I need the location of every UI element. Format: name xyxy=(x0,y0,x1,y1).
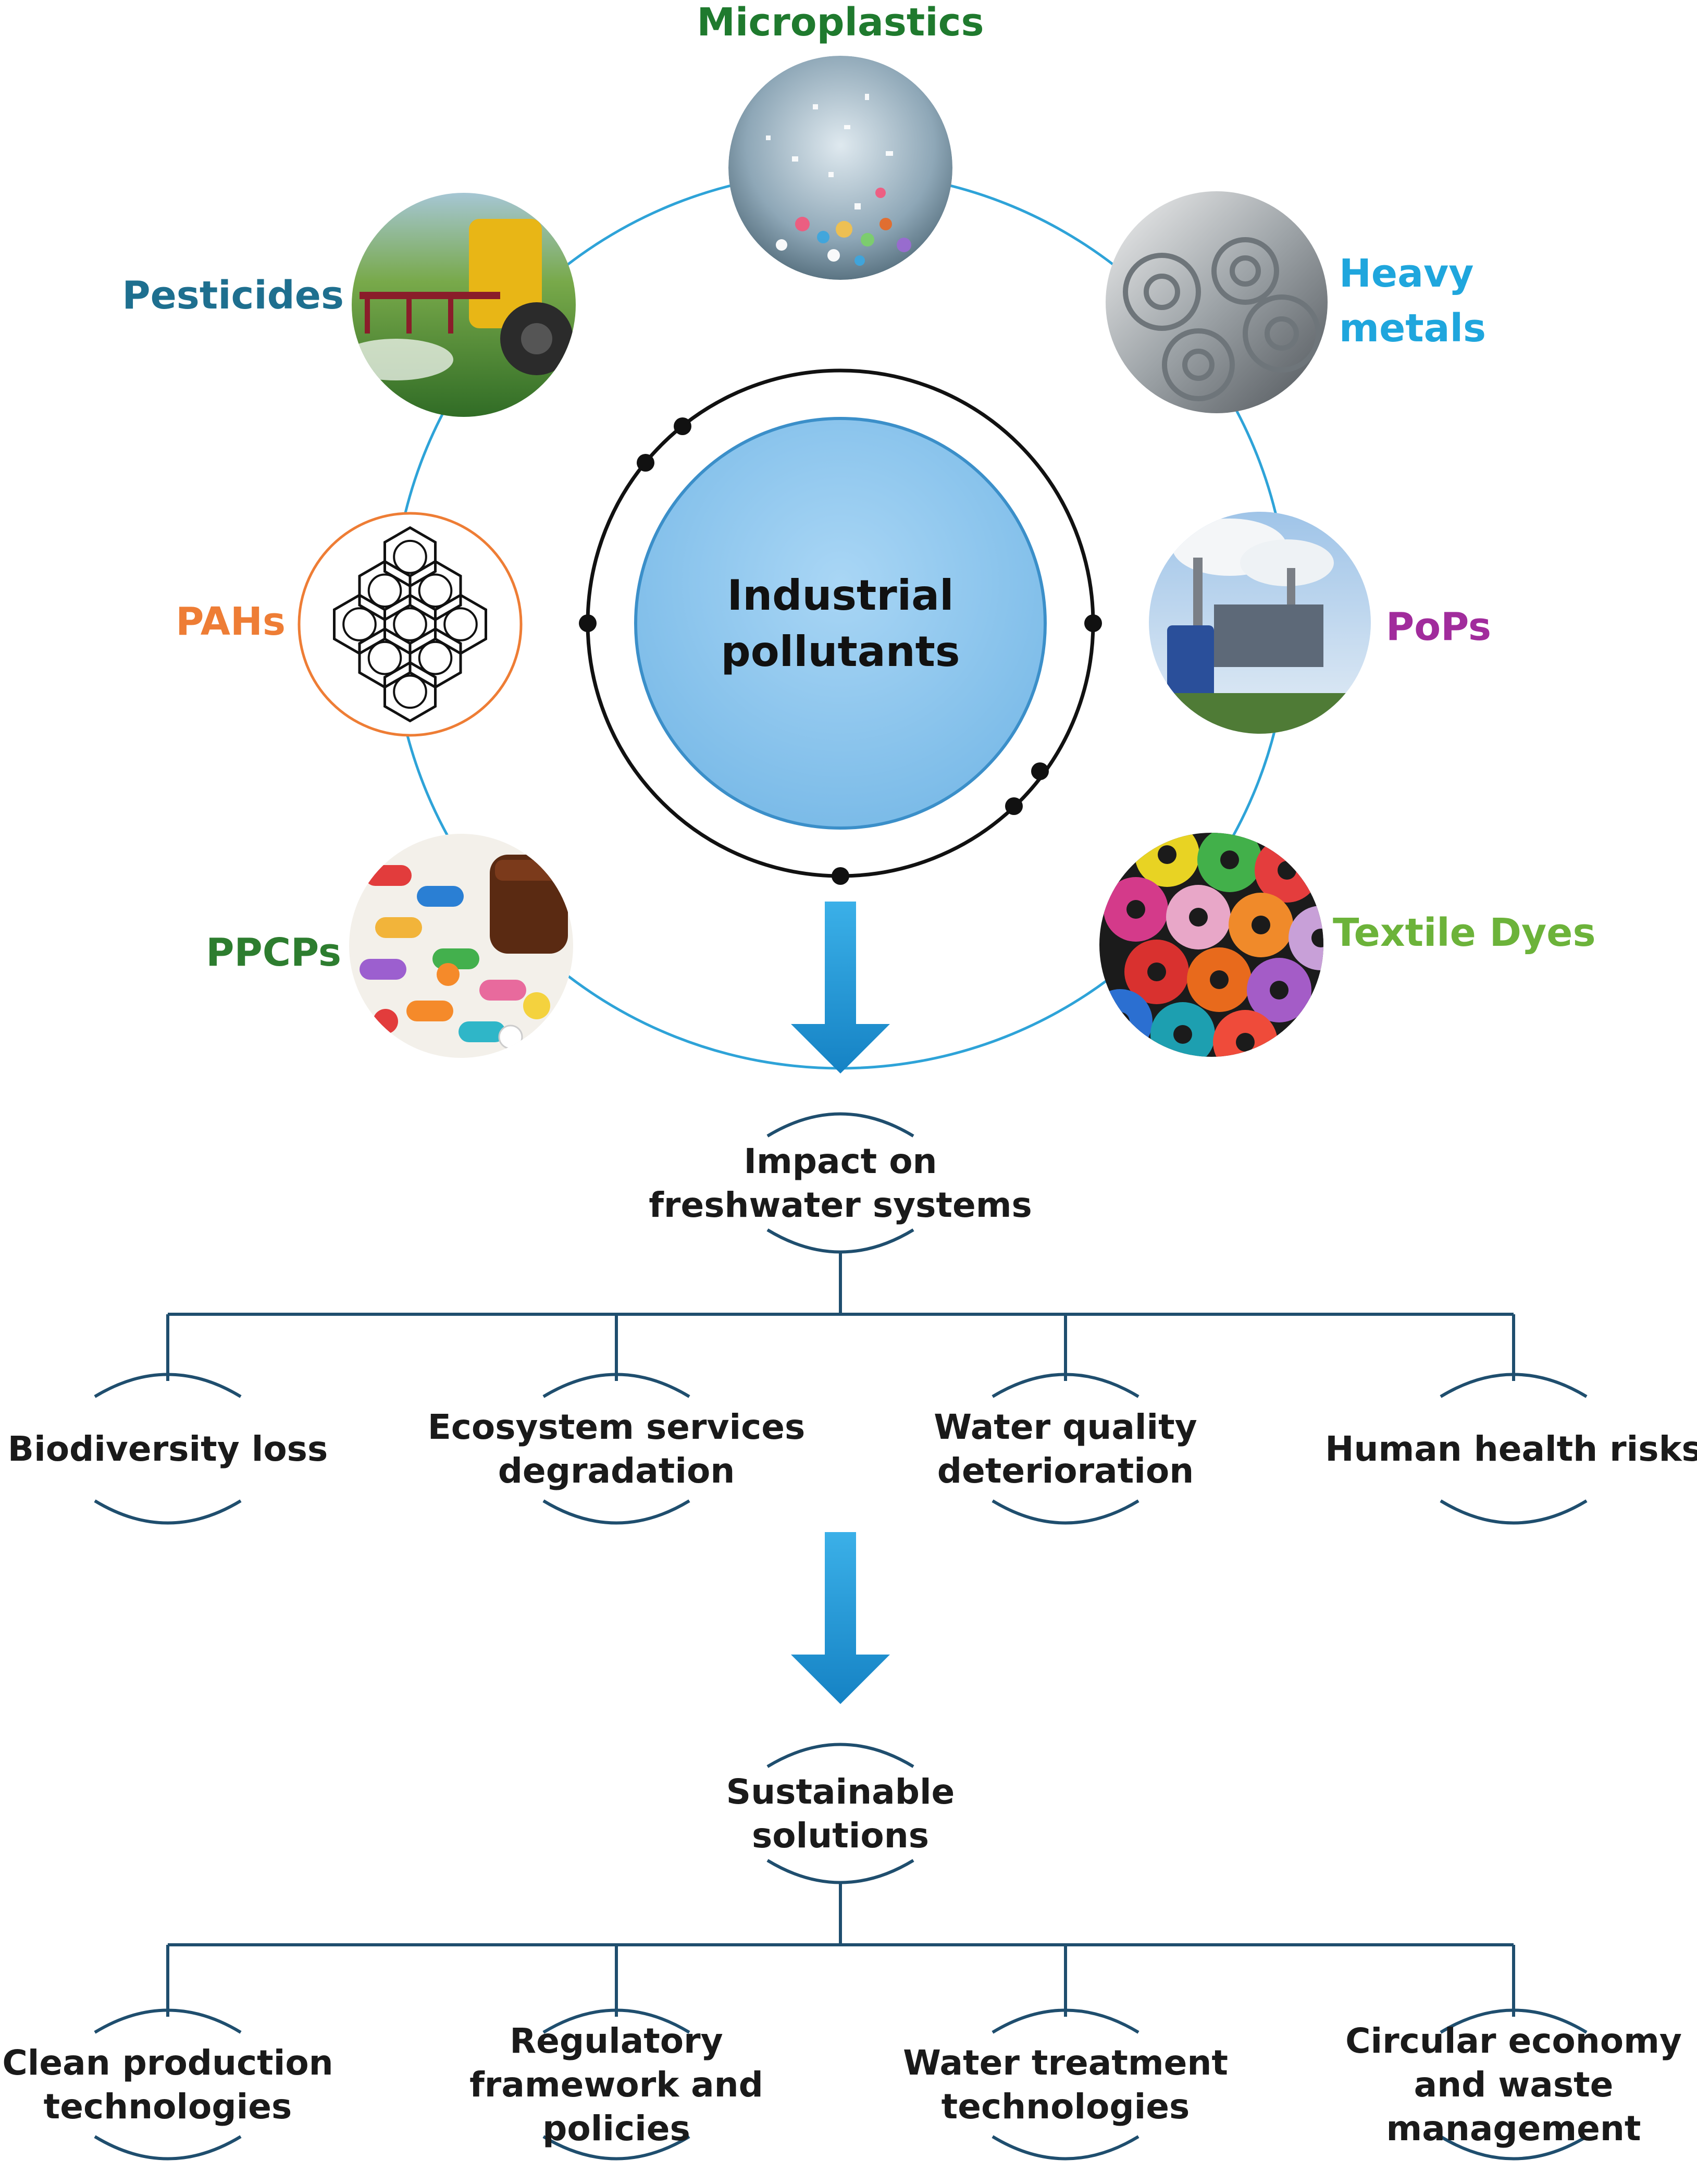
center-circle xyxy=(634,417,1047,830)
impact-item-3-top-arc xyxy=(992,1373,1139,1398)
impact-item-3-label-line1: Water quality xyxy=(934,1407,1197,1447)
heavy-metals-label-line2: metals xyxy=(1339,306,1486,351)
microplastics-label: Microplastics xyxy=(697,0,984,45)
solutions-title-top-arc xyxy=(766,1743,914,1768)
center-label-line2: pollutants xyxy=(721,627,960,676)
down-arrow-1 xyxy=(791,902,890,1074)
impact-item-1-label: Biodiversity loss xyxy=(8,1429,328,1469)
impact-item-4-top-arc xyxy=(1440,1373,1588,1398)
solutions-item-4-label-line1: Circular economy xyxy=(1345,2021,1682,2061)
solutions-item-2-top-arc xyxy=(542,2008,690,2034)
impact-item-2-bottom-arc xyxy=(542,1499,690,1525)
center-label-line1: Industrial xyxy=(727,571,953,620)
solutions-title-bottom-arc xyxy=(766,1859,914,1884)
impact-item-2-label-line2: degradation xyxy=(498,1451,735,1491)
pesticides-image xyxy=(352,193,576,417)
solutions-item-1-label-line2: technologies xyxy=(44,2087,292,2127)
solutions-item-1-top-arc xyxy=(94,2008,242,2034)
heavy-metals-label-line1: Heavy xyxy=(1339,251,1474,296)
impact-item-1-bottom-arc xyxy=(94,1499,242,1525)
textile-dyes-image xyxy=(1099,833,1323,1057)
solutions-item-3-label-line2: technologies xyxy=(942,2087,1190,2127)
solutions-title-line1: Sustainable xyxy=(726,1772,955,1812)
solutions-item-4-top-arc xyxy=(1440,2008,1588,2034)
solutions-item-3-top-arc xyxy=(992,2008,1139,2034)
pesticides-label: Pesticides xyxy=(122,273,344,318)
impact-item-4-label: Human health risks xyxy=(1325,1429,1697,1469)
solutions-item-3-label-line1: Water treatment xyxy=(903,2043,1228,2083)
solutions-title-line2: solutions xyxy=(752,1816,929,1856)
down-arrow-2 xyxy=(791,1532,890,1704)
impact-item-2-label-line1: Ecosystem services xyxy=(428,1407,806,1447)
orbit-ring xyxy=(579,368,1102,885)
ppcps-image xyxy=(349,834,573,1058)
solutions-item-3-bottom-arc xyxy=(992,2135,1139,2161)
solutions-item-4-label-line2: and waste xyxy=(1414,2065,1614,2105)
impact-item-3-bottom-arc xyxy=(992,1499,1139,1525)
solutions-item-2-label-line2: framework and xyxy=(469,2065,763,2105)
heavy-metals-image xyxy=(1106,191,1328,413)
solutions-item-4-bottom-arc xyxy=(1440,2135,1588,2161)
solutions-item-2-bottom-arc xyxy=(542,2135,690,2161)
solutions-item-2-label-line3: policies xyxy=(542,2108,690,2149)
impact-item-4-bottom-arc xyxy=(1440,1499,1588,1525)
ppcps-label: PPCPs xyxy=(206,930,341,975)
pops-label: PoPs xyxy=(1386,604,1491,649)
pahs-structure xyxy=(298,512,523,737)
microplastics-image xyxy=(728,56,952,280)
solutions-item-2-label-line1: Regulatory xyxy=(510,2021,723,2061)
pops-image xyxy=(1149,512,1371,734)
solutions-item-1-label-line1: Clean production xyxy=(2,2043,333,2083)
impact-title-bottom-arc xyxy=(766,1228,914,1254)
textile-dyes-label: Textile Dyes xyxy=(1333,910,1596,955)
impact-title-line2: freshwater systems xyxy=(649,1185,1032,1225)
impact-item-3-label-line2: deterioration xyxy=(937,1451,1194,1491)
impact-title-line1: Impact on xyxy=(744,1141,937,1181)
solutions-item-1-bottom-arc xyxy=(94,2135,242,2161)
impact-title-top-arc xyxy=(766,1112,914,1138)
pahs-label: PAHs xyxy=(176,599,286,644)
impact-item-1-top-arc xyxy=(94,1373,242,1398)
solutions-item-4-label-line3: management xyxy=(1386,2108,1641,2149)
impact-item-2-top-arc xyxy=(542,1373,690,1398)
